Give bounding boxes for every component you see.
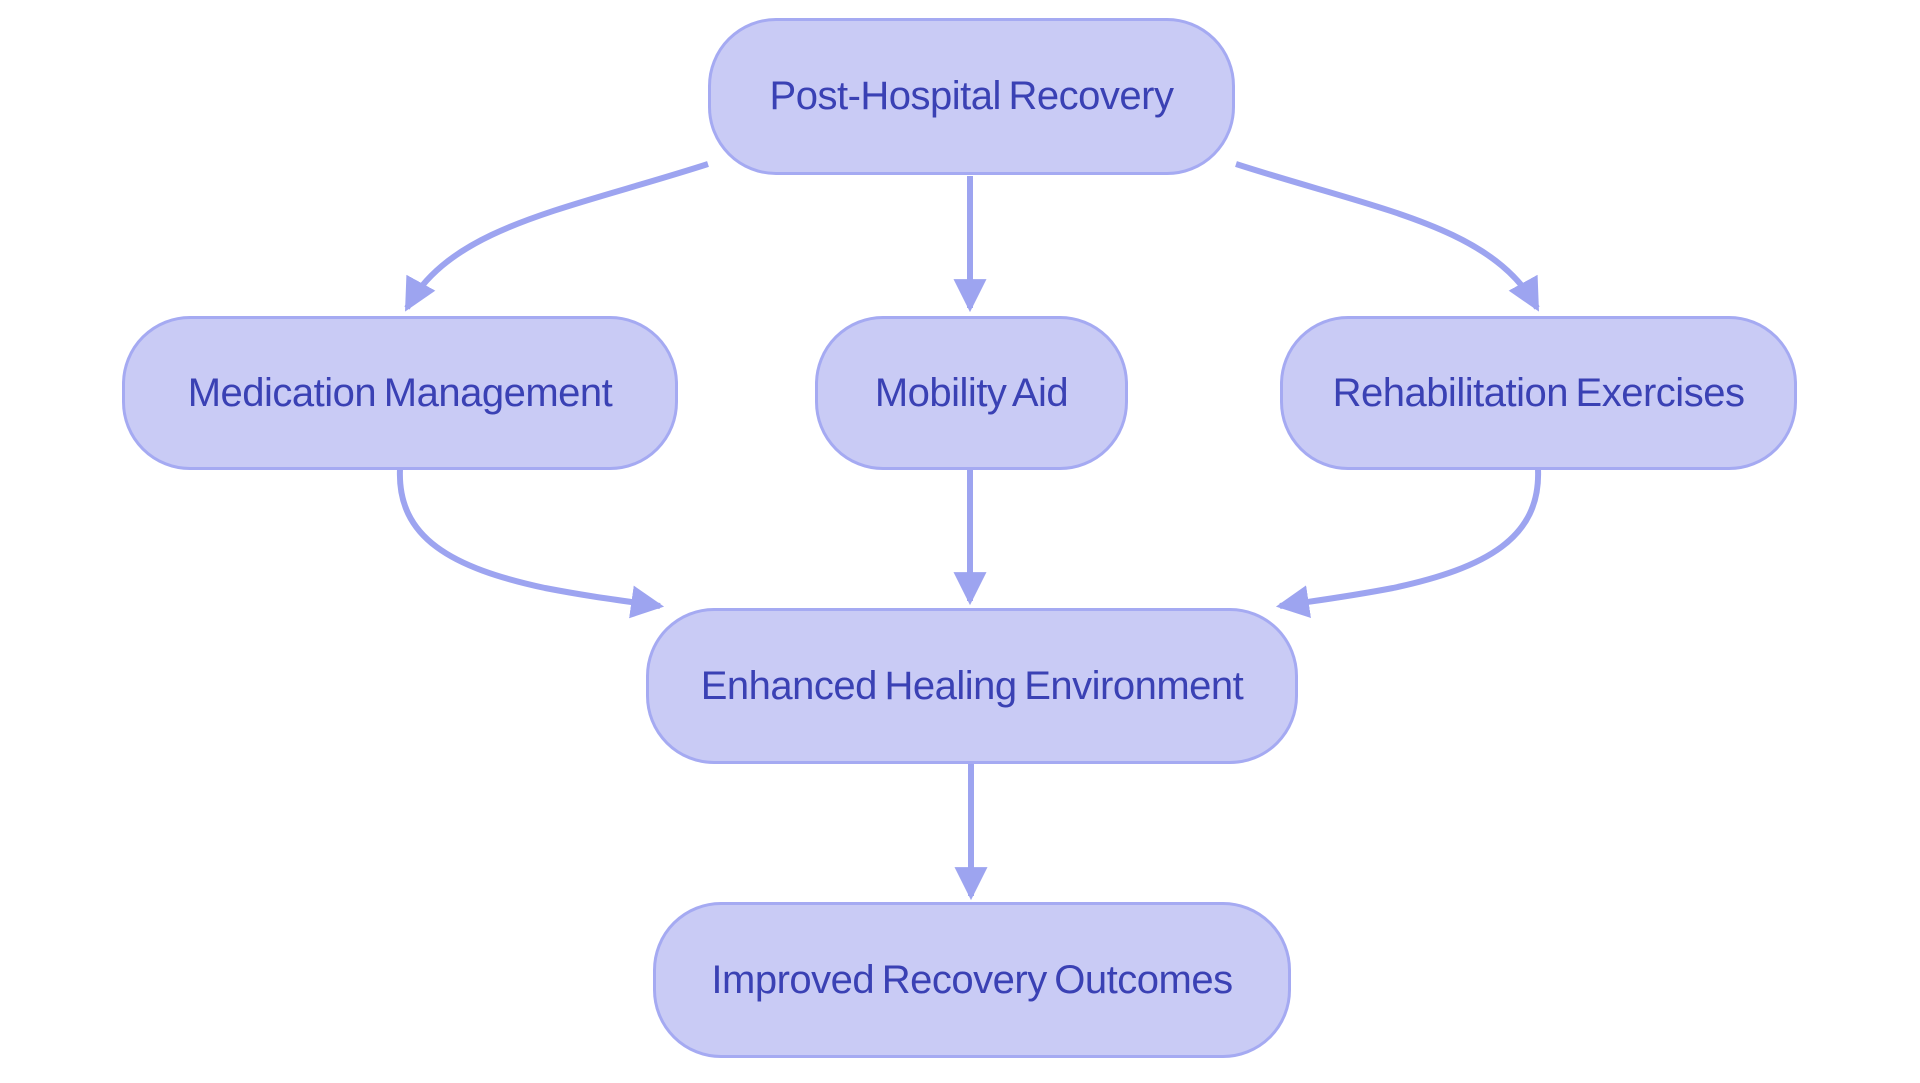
node-improved-recovery-outcomes: Improved Recovery Outcomes [653, 902, 1291, 1058]
edge-rehabilitation-exercises-to-enhanced-healing-environment [1275, 468, 1542, 619]
node-label-mobility-aid: Mobility Aid [874, 370, 1069, 415]
node-enhanced-healing-environment: Enhanced Healing Environment [646, 608, 1298, 764]
node-post-hospital-recovery: Post-Hospital Recovery [708, 18, 1235, 175]
edge-post-hospital-recovery-to-medication-management [404, 161, 709, 312]
node-label-medication-management: Medication Management [187, 370, 613, 415]
edge-medication-management-to-enhanced-healing-environment [396, 468, 665, 619]
node-label-enhanced-healing-environment: Enhanced Healing Environment [700, 663, 1244, 708]
node-medication-management: Medication Management [122, 316, 678, 470]
node-mobility-aid: Mobility Aid [815, 316, 1128, 470]
node-label-post-hospital-recovery: Post-Hospital Recovery [769, 74, 1174, 118]
node-rehabilitation-exercises: Rehabilitation Exercises [1280, 316, 1797, 470]
node-label-improved-recovery-outcomes: Improved Recovery Outcomes [711, 957, 1233, 1002]
edge-post-hospital-recovery-to-rehabilitation-exercises [1235, 161, 1540, 312]
node-label-rehabilitation-exercises: Rehabilitation Exercises [1332, 370, 1745, 415]
